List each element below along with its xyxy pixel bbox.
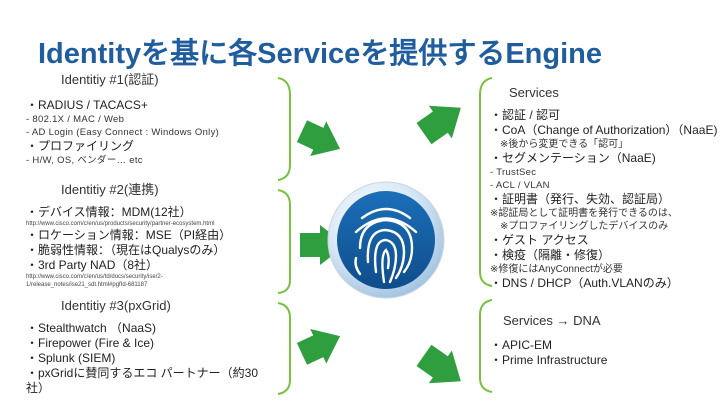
section-label: Identitiy #1(認証) (56, 73, 164, 87)
bullet-item: ・認証 / 認可 (490, 108, 561, 122)
bullet-item: ・証明書（発行、失効、認証局） (490, 192, 671, 206)
bullet-item: ・DNS / DHCP（Auth.VLANのみ） (490, 276, 679, 290)
sub-item: - ACL / VLAN (490, 180, 550, 191)
identity-panel-1: Identitiy #1(認証) ・RADIUS / TACACS+ - 802.… (18, 73, 290, 180)
sub-item: http://www.cisco.com/c/en/us/td/docs/sec… (26, 274, 163, 280)
sub-item: - AD Login (Easy Connect : Windows Only) (26, 127, 220, 138)
bullet-item: ・ゲスト アクセス (490, 233, 589, 247)
bracket-right-2 (479, 299, 493, 393)
sub-item: ※認証局として証明書を発行できるのは、 (490, 208, 678, 219)
identity-panel-2: Identitiy #2(連携) ・デバイス情報：MDM(12社） http://… (18, 183, 290, 293)
bullet-item: ・Stealthwatch （NaaS) (26, 321, 157, 335)
sub-item: 1/release_notes/ise21_sdt.html#pgfId-681… (26, 282, 148, 288)
section-label: Identitiy #2(連携) (56, 183, 164, 197)
fingerprint-logo-icon (327, 181, 445, 299)
page-title: Identityを基に各Serviceを提供するEngine (38, 38, 602, 70)
bullet-item: ・デバイス情報：MDM(12社） (26, 205, 192, 219)
bullet-item: ・Firepower (Fire & Ice) (26, 336, 155, 350)
section-list: ・Stealthwatch （NaaS)・Firepower (Fire & I… (26, 321, 258, 396)
sub-item: - H/W, OS, ベンダー… etc (26, 155, 143, 166)
bracket-left-3 (277, 302, 291, 395)
bracket-right-1 (479, 77, 493, 287)
sub-item: http://www.cisco.com/c/en/us/products/se… (26, 221, 215, 227)
services-panel: Services ・認証 / 認可・CoA（Change of Authoriz… (480, 78, 717, 291)
sub-item: ※修復にはAnyConnectが必要 (490, 264, 623, 275)
bracket-left-1 (277, 77, 291, 181)
sub-item: - 802.1X / MAC / Web (26, 114, 125, 125)
bullet-item: ・RADIUS / TACACS+ (26, 98, 148, 112)
bullet-item: 社） (26, 381, 51, 395)
bullet-item: ・ロケーション情報：MSE（PI経由） (26, 228, 232, 242)
bullet-item: ・検疫（隔離・修復） (490, 248, 611, 262)
bullet-item: ・Prime Infrastructure (490, 353, 608, 367)
bullet-item: ・3rd Party NAD（8社） (26, 258, 159, 272)
bullet-item: ・Splunk (SIEM) (26, 351, 116, 365)
section-label: Identitiy #3(pxGrid) (56, 299, 176, 313)
section-list: ・デバイス情報：MDM(12社） http://www.cisco.com/c/e… (26, 205, 231, 289)
bullet-item: ・pxGridに賛同するエコ パートナー（約30 (26, 366, 259, 380)
section-list: ・認証 / 認可・CoA（Change of Authorization）（Na… (490, 108, 717, 291)
sub-item: ※プロファイリングしたデバイスのみ (490, 221, 669, 232)
sub-item: - TrustSec (490, 167, 537, 178)
section-label: Services → DNA (498, 314, 606, 328)
bullet-item: ・APIC-EM (490, 338, 553, 352)
right-arrow-icon (296, 105, 461, 384)
identity-panel-3: Identitiy #3(pxGrid) ・Stealthwatch （NaaS… (18, 299, 290, 396)
bullet-item: ・セグメンテーション（NaaE) (490, 151, 656, 165)
services-dna-panel: Services → DNA ・APIC-EM・Prime Infrastruc… (480, 300, 716, 392)
bullet-item: ・脆弱性情報：（現在はQualysのみ） (26, 243, 226, 257)
section-label: Services (504, 86, 564, 100)
bullet-item: ・CoA（Change of Authorization）（NaaE) (490, 123, 718, 137)
section-list: ・RADIUS / TACACS+ - 802.1X / MAC / Web - A… (26, 98, 219, 167)
bullet-item: ・プロファイリング (26, 139, 135, 153)
bracket-left-2 (277, 189, 291, 294)
sub-item: ※後から変更できる「認可」 (490, 139, 629, 150)
section-list: ・APIC-EM・Prime Infrastructure (490, 338, 607, 368)
